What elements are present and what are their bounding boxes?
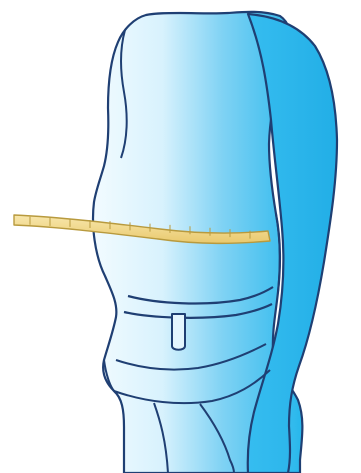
belt-loop: [172, 314, 185, 350]
